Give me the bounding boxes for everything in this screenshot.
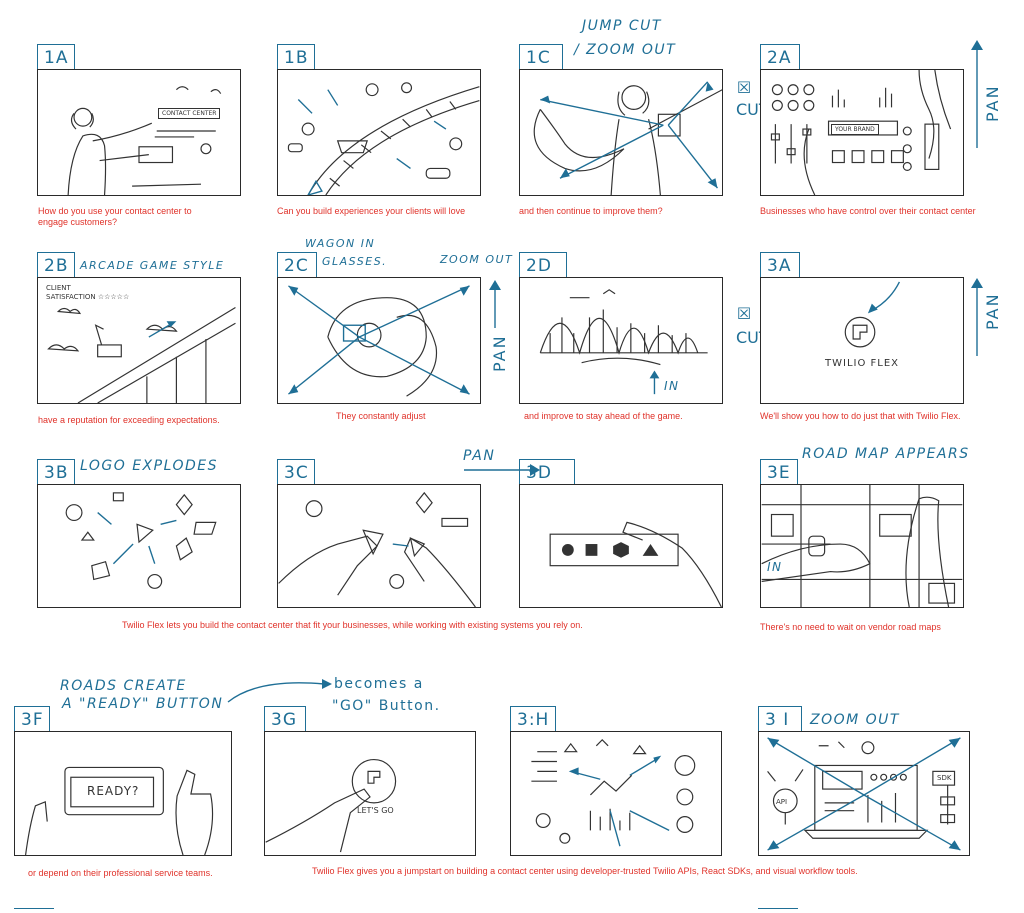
note-becomes-a: becomes a — [334, 676, 424, 692]
panel-id-3i: 3 I — [758, 706, 802, 732]
note-jump-cut: JUMP CUT — [582, 18, 662, 34]
panel-id-1b: 1B — [277, 44, 315, 70]
next-row-edge-left — [14, 908, 54, 913]
sketch-presenter — [67, 86, 222, 195]
sketch-twilio-logo — [844, 281, 901, 348]
panel-id-2a: 2A — [760, 44, 800, 70]
panel-frame-3b[interactable] — [37, 484, 241, 608]
note-roads-create: ROADS CREATE — [60, 678, 187, 694]
note-glasses: GLASSES. — [322, 255, 388, 268]
caption-1a: How do you use your contact center to en… — [38, 206, 192, 227]
note-cut-1: CUT — [736, 100, 769, 119]
caption-3f: or depend on their professional service … — [28, 868, 213, 878]
panel-id-3g: 3G — [264, 706, 306, 732]
caption-2b: have a reputation for exceeding expectat… — [38, 415, 220, 425]
pan-arrow-2c — [489, 280, 501, 328]
caption-1b: Can you build experiences your clients w… — [277, 206, 466, 216]
sketch-rollercoaster — [287, 82, 480, 195]
lets-go-label[interactable]: LET'S GO — [357, 806, 394, 815]
panel-frame-2b[interactable]: CLIENT SATISFACTION ☆☆☆☆☆ — [37, 277, 241, 404]
next-row-edge-right — [758, 908, 798, 913]
panel-id-1a: 1A — [37, 44, 75, 70]
panel-id-3e: 3E — [760, 459, 798, 485]
sketch-button-row — [549, 521, 722, 607]
note-wagon: WAGON IN — [305, 237, 376, 250]
note-pan-2c: PAN — [490, 334, 509, 372]
panel-frame-3g[interactable]: LET'S GO — [264, 731, 476, 856]
panel-frame-3d[interactable] — [519, 484, 723, 608]
sketch-arcade — [47, 307, 236, 403]
sketch-exploding-shapes — [65, 492, 217, 589]
sketch-ready-button — [24, 766, 214, 855]
satisfaction-label: SATISFACTION ☆☆☆☆☆ — [46, 293, 130, 301]
panel-frame-3h[interactable] — [510, 731, 722, 856]
twilio-flex-label: TWILIO FLEX — [825, 358, 900, 369]
sketch-go-button — [265, 758, 397, 853]
contact-center-label: CONTACT CENTER — [158, 108, 221, 119]
sketch-exploding-dashboard — [531, 739, 696, 847]
sdk-label: SDK — [937, 774, 952, 782]
panel-frame-3i[interactable]: API SDK — [758, 731, 970, 856]
panel-frame-1a[interactable]: CONTACT CENTER — [37, 69, 241, 196]
caption-2a: Businesses who have control over their c… — [760, 206, 976, 216]
panel-frame-2c[interactable] — [277, 277, 481, 404]
panel-id-3f: 3F — [14, 706, 50, 732]
note-in-2d: IN — [664, 379, 680, 393]
caption-3a: We'll show you how to do just that with … — [760, 411, 961, 421]
panel-frame-3f[interactable]: READY? — [14, 731, 232, 856]
panel-frame-3e[interactable]: IN — [760, 484, 964, 608]
sketch-laptop-apis — [767, 737, 961, 851]
pan-arrow-2a — [971, 40, 983, 148]
sketch-control-panel — [770, 70, 952, 195]
panel-id-2c: 2C — [277, 252, 317, 278]
note-pan-3a: PAN — [983, 292, 1002, 330]
panel-id-2d: 2D — [519, 252, 567, 278]
panel-id-1c: 1C — [519, 44, 563, 70]
sketch-road-map — [761, 485, 963, 607]
sketch-woman-zoom — [533, 81, 722, 195]
note-cut-2: CUT — [736, 328, 769, 347]
note-road-map: ROAD MAP APPEARS — [802, 446, 970, 462]
panel-frame-1c[interactable] — [519, 69, 723, 196]
panel-id-2b: 2B — [37, 252, 75, 278]
your-brand-label: YOUR BRAND — [831, 124, 879, 135]
sketch-coaster-loops — [539, 289, 708, 395]
panel-id-3b: 3B — [37, 459, 75, 485]
api-label: API — [776, 798, 788, 806]
note-ready-button: A "READY" BUTTON — [62, 696, 224, 712]
note-go-button: "GO" Button. — [332, 698, 441, 714]
caption-2c: They constantly adjust — [336, 411, 426, 421]
note-logo-explodes: LOGO EXPLODES — [80, 458, 218, 474]
panel-frame-3a[interactable]: TWILIO FLEX — [760, 277, 964, 404]
caption-3e: There's no need to wait on vendor road m… — [760, 622, 941, 632]
panel-id-3c: 3C — [277, 459, 315, 485]
sketch-hands-shapes — [278, 491, 476, 607]
note-zoom-out-3i: ZOOM OUT — [810, 712, 900, 728]
caption-row3: Twilio Flex lets you build the contact c… — [122, 620, 583, 630]
caption-row4: Twilio Flex gives you a jumpstart on bui… — [312, 866, 858, 876]
cut-mark-2: ☒ — [736, 304, 752, 323]
panel-frame-2a[interactable]: YOUR BRAND — [760, 69, 964, 196]
pan-arrow-3a — [971, 278, 983, 356]
panel-frame-2d[interactable]: IN — [519, 277, 723, 404]
pan-arrow-3c — [464, 464, 540, 476]
note-arcade: ARCADE GAME STYLE — [80, 259, 225, 272]
panel-frame-1b[interactable] — [277, 69, 481, 196]
note-in-3e: IN — [767, 560, 783, 574]
caption-1c: and then continue to improve them? — [519, 206, 663, 216]
becomes-arrow — [227, 679, 332, 703]
note-pan-3c: PAN — [463, 448, 496, 464]
panel-frame-3c[interactable] — [277, 484, 481, 608]
sketch-glasses-zoom — [288, 285, 470, 397]
panel-id-3a: 3A — [760, 252, 800, 278]
client-label: CLIENT — [46, 284, 71, 292]
note-pan-2a: PAN — [983, 84, 1002, 122]
panel-id-3h: 3:H — [510, 706, 556, 732]
note-zoom-out-2c: ZOOM OUT — [440, 253, 514, 266]
caption-2d: and improve to stay ahead of the game. — [524, 411, 683, 421]
panel-id-3d: 3D — [519, 459, 575, 485]
cut-mark-1: ☒ — [736, 78, 752, 97]
note-zoom-out-1c: / ZOOM OUT — [574, 42, 677, 58]
ready-button-label[interactable]: READY? — [87, 784, 140, 798]
